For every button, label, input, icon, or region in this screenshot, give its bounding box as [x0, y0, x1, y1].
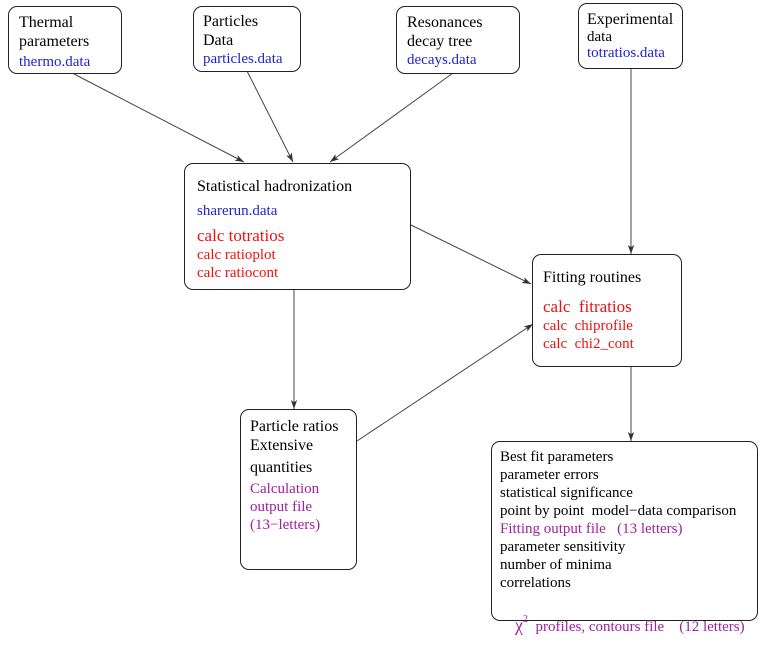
node-fitting-command-2: calc chiprofile	[543, 318, 633, 334]
node-resonances-line-1: Resonances	[407, 14, 483, 31]
node-hadronization-command-2: calc ratioplot	[197, 247, 276, 263]
node-bestfit-line-7: correlations	[500, 575, 571, 591]
arrow-thermal-to-hadronization	[73, 73, 245, 163]
node-bestfit-line-3: statistical significance	[500, 485, 633, 501]
node-bestfit-output-file: Fitting output file (13 letters)	[500, 521, 683, 537]
node-resonances-decay-tree: Resonances decay tree decays.data	[396, 6, 520, 74]
node-experimental-line-1: Experimental	[587, 11, 674, 28]
node-hadronization-file: sharerun.data	[197, 203, 278, 219]
node-bestfit-chi-profiles: χ2 profiles, contours file (12 letters)	[500, 596, 749, 654]
node-particles-line-2: Data	[203, 32, 234, 49]
node-ratios-line-1: Particle ratios	[250, 418, 339, 435]
node-experimental-file: totratios.data	[587, 45, 665, 61]
node-ratios-output-3: (13−letters)	[250, 517, 321, 533]
chi-exponent: 2	[523, 614, 528, 625]
node-bestfit-line-6: number of minima	[500, 557, 612, 573]
node-statistical-hadronization: Statistical hadronization sharerun.data …	[184, 163, 411, 290]
node-experimental-line-2: data	[587, 29, 612, 45]
node-experimental-data: Experimental data totratios.data	[578, 3, 683, 69]
node-bestfit-line-5: parameter sensitivity	[500, 539, 626, 555]
arrow-ratios-to-fitting	[356, 323, 534, 442]
node-thermal-line-2: parameters	[19, 33, 90, 50]
arrow-hadronization-to-fitting	[410, 224, 532, 285]
node-hadronization-command-1: calc totratios	[197, 226, 285, 245]
node-resonances-file: decays.data	[407, 52, 477, 68]
node-fitting-command-1: calc fitratios	[543, 297, 632, 316]
node-bestfit-line-4: point by point model−data comparison	[500, 503, 737, 519]
node-hadronization-title: Statistical hadronization	[197, 178, 353, 195]
node-fitting-title: Fitting routines	[543, 269, 642, 286]
chi-symbol: χ	[515, 615, 523, 635]
node-hadronization-command-3: calc ratiocont	[197, 265, 279, 281]
node-thermal-parameters: Thermal parameters thermo.data	[8, 6, 122, 74]
node-bestfit-line-2: parameter errors	[500, 467, 599, 483]
chi-profiles-text: profiles, contours file (12 letters)	[528, 619, 745, 635]
arrow-resonances-to-hadronization	[329, 72, 454, 163]
arrow-particles-to-hadronization	[246, 70, 294, 163]
node-ratios-line-3: quantities	[250, 459, 313, 476]
node-fitting-routines: Fitting routines calc fitratios calc chi…	[532, 254, 682, 367]
node-particles-line-1: Particles	[203, 13, 259, 30]
node-ratios-output-1: Calculation	[250, 481, 320, 497]
node-ratios-line-2: Extensive	[250, 437, 314, 454]
node-bestfit-line-1: Best fit parameters	[500, 449, 614, 465]
node-best-fit-parameters: Best fit parameters parameter errors sta…	[491, 441, 758, 635]
node-fitting-command-3: calc chi2_cont	[543, 336, 634, 352]
node-thermal-file: thermo.data	[19, 54, 91, 70]
node-ratios-output-2: output file	[250, 499, 313, 515]
node-particles-data: Particles Data particles.data	[193, 6, 301, 72]
node-thermal-line-1: Thermal	[19, 14, 74, 31]
connector-arrows	[73, 69, 635, 442]
node-resonances-line-2: decay tree	[407, 33, 473, 50]
node-particle-ratios: Particle ratios Extensive quantities Cal…	[240, 409, 357, 570]
node-particles-file: particles.data	[203, 51, 283, 67]
